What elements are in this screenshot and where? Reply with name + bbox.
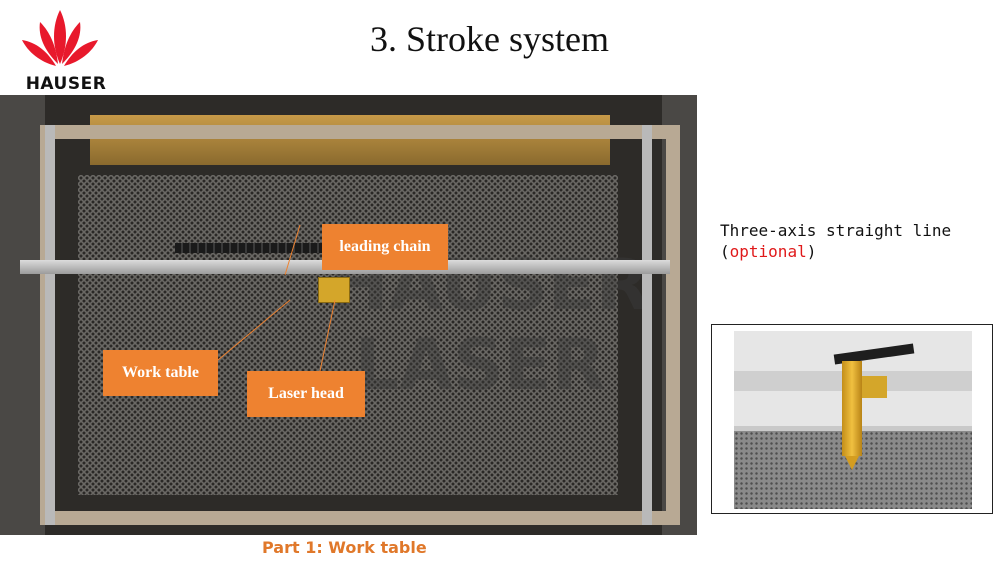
label-laser-head: Laser head <box>247 371 365 417</box>
lotus-logo-icon <box>22 10 98 66</box>
logo-text: HAUSER <box>25 74 107 94</box>
photo-caption: Part 1: Work table <box>262 538 427 557</box>
page-title: 3. Stroke system <box>370 19 609 59</box>
optional-text: optional <box>729 242 807 261</box>
side-line-1: Three-axis straight line <box>720 221 952 240</box>
paren-close: ) <box>806 242 817 261</box>
rail-right <box>642 125 652 525</box>
label-leading-chain: leading chain <box>322 224 448 270</box>
three-axis-photo-inner <box>734 331 972 509</box>
paren-open: ( <box>720 242 730 261</box>
inset-laser-nozzle <box>842 361 862 456</box>
inset-nozzle-tip <box>845 456 859 470</box>
label-work-table: Work table <box>103 350 218 396</box>
machine-lid-left <box>0 95 45 535</box>
machine-top-light <box>90 115 610 165</box>
brand-logo: HAUSER <box>10 6 110 96</box>
drag-chain <box>175 243 345 253</box>
side-description: Three-axis straight line (optional) <box>720 220 951 262</box>
three-axis-photo <box>711 324 993 514</box>
rail-left <box>45 125 55 525</box>
inset-head-mount <box>859 376 887 398</box>
side-line-2: (optional) <box>720 241 951 262</box>
